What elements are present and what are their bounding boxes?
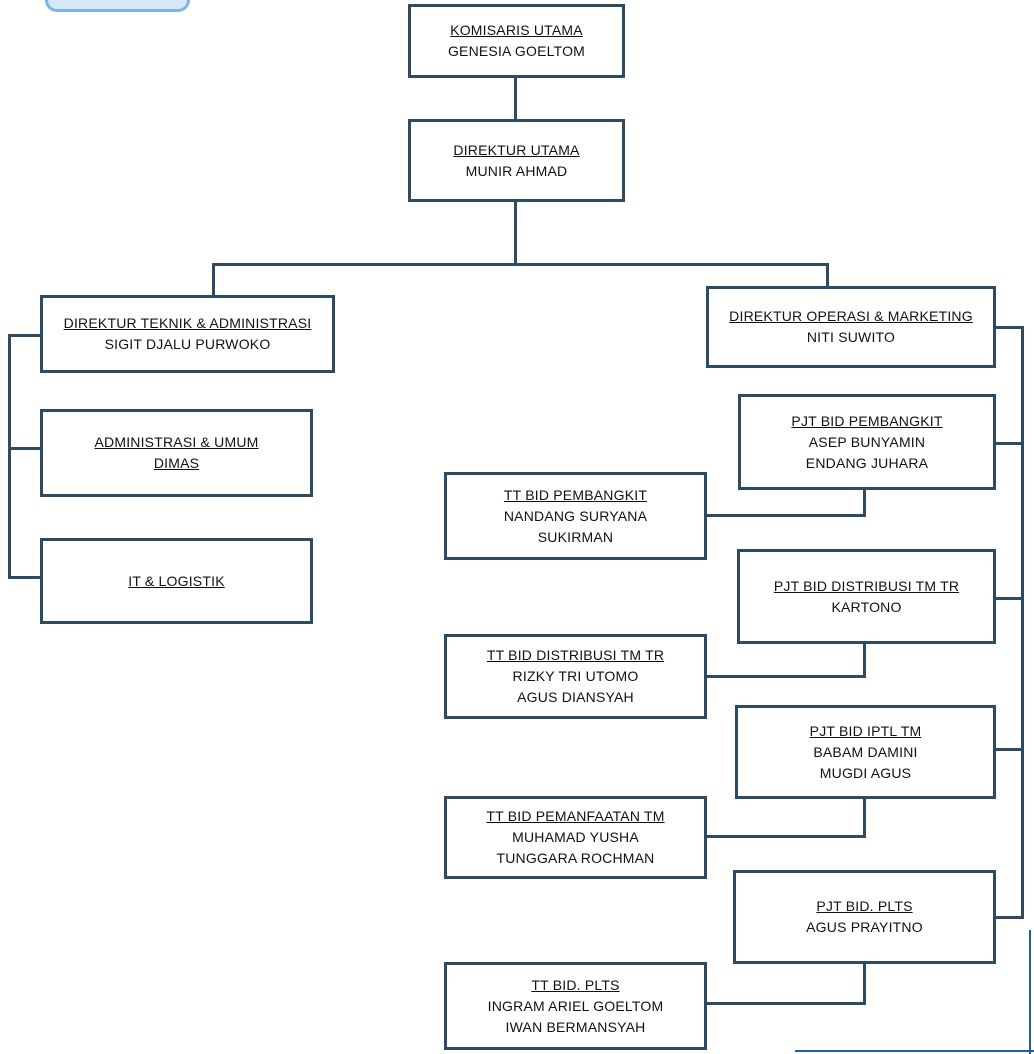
- box-pjt-plts: PJT BID. PLTS AGUS PRAYITNO: [733, 870, 996, 964]
- box-pjt-pembangkit: PJT BID PEMBANGKIT ASEP BUNYAMIN ENDANG …: [738, 394, 996, 490]
- cropped-frame-edge-right: [1029, 930, 1031, 1054]
- box-name: INGRAM ARIEL GOELTOM: [487, 997, 664, 1014]
- connector-to-direktur-operasi: [826, 263, 829, 288]
- box-title: TT BID DISTRIBUSI TM TR: [486, 647, 665, 663]
- box-title: IT & LOGISTIK: [128, 572, 225, 589]
- box-name: NANDANG SURYANA: [503, 507, 648, 524]
- box-administrasi-umum: ADMINISTRASI & UMUM DIMAS: [40, 409, 313, 497]
- connector-to-direktur-teknik: [212, 263, 215, 297]
- connector-komisaris-direktur: [514, 76, 517, 121]
- box-title: PJT BID DISTRIBUSI TM TR: [773, 577, 960, 594]
- box-direktur-utama: DIREKTUR UTAMA MUNIR AHMAD: [408, 119, 625, 202]
- box-title: TT BID. PLTS: [531, 976, 620, 993]
- connector-to-pjt-distribusi: [994, 597, 1024, 600]
- connector-plts-down: [863, 962, 866, 1005]
- box-name: ENDANG JUHARA: [805, 454, 929, 471]
- box-direktur-teknik: DIREKTUR TEKNIK & ADMINISTRASI SIGIT DJA…: [40, 295, 335, 373]
- box-name: GENESIA GOELTOM: [447, 43, 586, 59]
- connector-pembangkit-down: [863, 488, 866, 517]
- connector-to-tt-distribusi: [705, 675, 866, 678]
- connector-to-tt-pemanfaatan: [705, 835, 866, 838]
- box-tt-distribusi: TT BID DISTRIBUSI TM TR RIZKY TRI UTOMO …: [444, 634, 707, 719]
- box-title: PJT BID. PLTS: [816, 898, 913, 914]
- connector-to-administrasi: [8, 447, 42, 450]
- box-komisaris-utama: KOMISARIS UTAMA GENESIA GOELTOM: [408, 4, 625, 78]
- box-tt-pembangkit: TT BID PEMBANGKIT NANDANG SURYANA SUKIRM…: [444, 472, 707, 560]
- box-name: MUNIR AHMAD: [465, 162, 568, 179]
- box-tt-plts: TT BID. PLTS INGRAM ARIEL GOELTOM IWAN B…: [444, 962, 707, 1050]
- connector-operasi-right: [994, 326, 1024, 329]
- cropped-tab-fragment: [45, 0, 190, 12]
- connector-to-tt-plts: [705, 1002, 866, 1005]
- box-name: MUGDI AGUS: [819, 764, 912, 781]
- box-name: TUNGGARA ROCHMAN: [496, 850, 655, 866]
- box-name: NITI SUWITO: [806, 329, 896, 345]
- box-pjt-distribusi: PJT BID DISTRIBUSI TM TR KARTONO: [737, 549, 996, 644]
- box-title: PJT BID PEMBANGKIT: [791, 412, 943, 429]
- connector-to-pjt-pembangkit: [994, 442, 1024, 445]
- connector-iptl-down: [863, 797, 866, 838]
- connector-to-pjt-iptl: [994, 748, 1024, 751]
- connector-direktur-utama-down: [514, 200, 517, 266]
- connector-operasi-spine: [1021, 326, 1024, 919]
- box-title: ADMINISTRASI & UMUM: [94, 434, 259, 450]
- box-pjt-iptl: PJT BID IPTL TM BABAM DAMINI MUGDI AGUS: [735, 705, 996, 799]
- box-name: DIMAS: [153, 455, 200, 471]
- box-name: SIGIT DJALU PURWOKO: [104, 336, 271, 352]
- box-name: MUHAMAD YUSHA: [512, 829, 639, 845]
- box-title: TT BID PEMANFAATAN TM: [486, 808, 665, 824]
- box-name: KARTONO: [831, 598, 902, 615]
- box-it-logistik: IT & LOGISTIK: [40, 538, 313, 624]
- box-title: KOMISARIS UTAMA: [450, 22, 583, 38]
- box-tt-pemanfaatan: TT BID PEMANFAATAN TM MUHAMAD YUSHA TUNG…: [444, 796, 707, 879]
- box-title: DIREKTUR TEKNIK & ADMINISTRASI: [63, 315, 312, 331]
- box-title: DIREKTUR OPERASI & MARKETING: [729, 308, 973, 324]
- connector-to-pjt-plts: [994, 916, 1024, 919]
- box-direktur-operasi: DIREKTUR OPERASI & MARKETING NITI SUWITO: [706, 286, 996, 368]
- connector-distribusi-down: [863, 642, 866, 678]
- box-name: AGUS DIANSYAH: [517, 689, 634, 705]
- box-name: IWAN BERMANSYAH: [505, 1018, 646, 1035]
- connector-teknik-left: [8, 334, 42, 337]
- connector-to-it-logistik: [8, 576, 42, 579]
- connector-to-tt-pembangkit: [705, 514, 866, 517]
- box-title: DIREKTUR UTAMA: [453, 141, 580, 158]
- box-name: SUKIRMAN: [537, 528, 614, 545]
- box-name: BABAM DAMINI: [813, 743, 918, 760]
- connector-director-bar: [212, 263, 829, 266]
- connector-teknik-spine: [8, 334, 11, 579]
- box-name: ASEP BUNYAMIN: [808, 433, 926, 450]
- cropped-frame-edge-bottom: [795, 1050, 1034, 1052]
- box-title: TT BID PEMBANGKIT: [503, 486, 648, 503]
- box-title: PJT BID IPTL TM: [809, 722, 922, 739]
- box-name: AGUS PRAYITNO: [806, 919, 923, 935]
- box-name: RIZKY TRI UTOMO: [512, 668, 639, 684]
